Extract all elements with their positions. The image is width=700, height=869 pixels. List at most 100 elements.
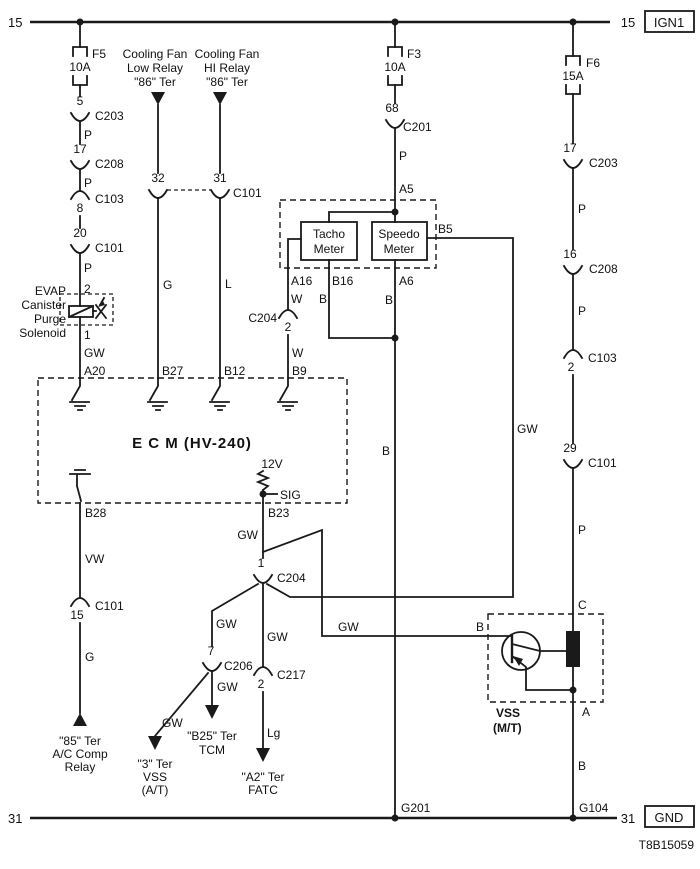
connector-c101-fan-31: 31 C101 bbox=[209, 171, 262, 200]
vss-pin-a: A bbox=[582, 705, 590, 719]
ecm-pin-b9: B9 bbox=[292, 364, 307, 378]
wire-color-label: B bbox=[382, 444, 390, 458]
connector-c101-ac: 15 C101 bbox=[69, 597, 124, 622]
ign1-box bbox=[644, 10, 695, 33]
wire-color-label: B bbox=[578, 759, 586, 773]
connector-pin: 17 bbox=[73, 142, 87, 156]
vss-pin-b: B bbox=[476, 620, 484, 634]
connector-pin: 17 bbox=[563, 141, 577, 155]
gnd-label: GND bbox=[655, 810, 684, 825]
ign1-label: IGN1 bbox=[654, 15, 684, 30]
ecm-ground-switch-a20 bbox=[69, 377, 90, 411]
connector-c203-right: 17 C203 bbox=[562, 141, 618, 170]
fuse-f6: F6 15A bbox=[562, 55, 600, 95]
connector-name: C203 bbox=[589, 156, 618, 170]
rail-31-left-label: 31 bbox=[8, 811, 22, 826]
g201-label: G201 bbox=[401, 801, 431, 815]
ecm-title: E C M (HV-240) bbox=[132, 435, 252, 452]
connector-c208-right: 16 C208 bbox=[562, 247, 618, 276]
evap-pin-bottom: 1 bbox=[84, 328, 91, 342]
ecm-pin-a5: A5 bbox=[399, 182, 414, 196]
connector-c103-right: 2 C103 bbox=[562, 349, 617, 374]
connector-c101-right: 29 C101 bbox=[562, 441, 617, 470]
vss-pin-c: C bbox=[578, 598, 587, 612]
evap-label-line3: Purge bbox=[34, 312, 66, 326]
connector-name: C208 bbox=[95, 157, 124, 171]
branch-f6-vss: F6 15A 17 C203 P 16 C208 P 2 C103 29 C10… bbox=[562, 21, 618, 819]
branch-f5-evap: F5 10A 5 C203 P 17 C208 P 8 C103 20 C101 bbox=[19, 21, 124, 379]
evap-label-line4: Solenoid bbox=[19, 326, 66, 340]
speedo-label-line1: Speedo bbox=[378, 227, 420, 241]
cf-low-line2: Low Relay bbox=[127, 61, 183, 75]
connector-pin: 2 bbox=[258, 677, 265, 691]
connector-name: C208 bbox=[589, 262, 618, 276]
ecm-pin-b28: B28 bbox=[85, 506, 107, 520]
pullup-resistor bbox=[255, 469, 271, 492]
fatc-label-line1: "A2" Ter bbox=[242, 770, 285, 784]
arrow-up bbox=[73, 713, 87, 726]
vss-at-label-line3: (A/T) bbox=[142, 783, 169, 797]
wire-color-label: VW bbox=[85, 552, 105, 566]
ecm-sig-label: SIG bbox=[280, 488, 301, 502]
connector-pin: 31 bbox=[213, 171, 227, 185]
connector-name: C204 bbox=[248, 311, 277, 325]
rail-15-left-label: 15 bbox=[8, 15, 22, 30]
ecm-pullup-sig: 12V SIG bbox=[255, 457, 301, 504]
connector-pin: 20 bbox=[73, 226, 87, 240]
speedo-meter-box bbox=[371, 221, 428, 261]
speedo-label-line2: Meter bbox=[384, 242, 415, 256]
wire-color-label: P bbox=[399, 149, 407, 163]
valve-arrow bbox=[98, 301, 105, 307]
tcm-label-line1: "B25" Ter bbox=[187, 729, 237, 743]
fuse-name: F3 bbox=[407, 47, 421, 61]
ecm-ground-switch-b28 bbox=[69, 469, 91, 503]
arrow-down bbox=[205, 705, 219, 719]
arrow-down bbox=[256, 748, 270, 762]
rail-31-right-label: 31 bbox=[621, 811, 635, 826]
evap-label-line2: Canister bbox=[21, 298, 66, 312]
vss-label-line1: VSS bbox=[496, 706, 520, 720]
ecm-ground-switch-b9 bbox=[277, 377, 298, 411]
rail-15-right-label: 15 bbox=[621, 15, 635, 30]
wire-color-label: P bbox=[578, 202, 586, 216]
ecm-pin-b23: B23 bbox=[268, 506, 290, 520]
wire-color-label: GW bbox=[237, 528, 258, 542]
connector-name: C103 bbox=[95, 192, 124, 206]
connector-pin: 8 bbox=[77, 201, 84, 215]
branch-c206: GW 7 C206 GW "B25" Ter TCM GW "3" Ter VS… bbox=[138, 582, 260, 797]
g104-label: G104 bbox=[579, 801, 609, 815]
fuse-f3: F3 10A bbox=[384, 46, 421, 86]
ac-relay-label-line2: A/C Comp bbox=[52, 747, 108, 761]
fuse-name: F5 bbox=[92, 47, 106, 61]
wire-color-label: P bbox=[84, 176, 92, 190]
wire-color-label: GW bbox=[267, 630, 288, 644]
tacho-label-line1: Tacho bbox=[313, 227, 345, 241]
connector-name: C203 bbox=[95, 109, 124, 123]
tcm-label-line2: TCM bbox=[199, 743, 225, 757]
branch-f3: F3 10A 68 C201 P A5 bbox=[384, 21, 432, 223]
instrument-cluster: Tacho Meter Speedo Meter A16 W 2 C204 W … bbox=[248, 199, 538, 819]
drawing-number: T8B15059 bbox=[639, 838, 695, 852]
cf-low-line1: Cooling Fan bbox=[123, 47, 188, 61]
connector-name: C217 bbox=[277, 668, 306, 682]
connector-name: C204 bbox=[277, 571, 306, 585]
tacho-pin-a16: A16 bbox=[291, 274, 313, 288]
wire-color-label: L bbox=[225, 277, 232, 291]
vss-at-label-line2: VSS bbox=[143, 770, 167, 784]
ecm-dashed-box bbox=[37, 377, 348, 504]
connector-name: C101 bbox=[95, 599, 124, 613]
connector-pin: 68 bbox=[385, 101, 399, 115]
cf-low-line3: "86" Ter bbox=[134, 75, 176, 89]
fuse-rating: 10A bbox=[384, 60, 405, 74]
connector-c208-left: 17 C208 bbox=[69, 142, 124, 171]
connector-c101-left: 20 C101 bbox=[69, 226, 124, 255]
connector-pin: 15 bbox=[70, 608, 84, 622]
wire-color-label: GW bbox=[84, 346, 105, 360]
evap-label-line1: EVAP bbox=[35, 284, 66, 298]
transistor-circle bbox=[501, 631, 541, 671]
wire-color-label: P bbox=[84, 261, 92, 275]
connector-pin: 16 bbox=[563, 247, 577, 261]
cf-hi-line1: Cooling Fan bbox=[195, 47, 260, 61]
g104-dot bbox=[569, 814, 577, 822]
ecm-pin-b12: B12 bbox=[224, 364, 246, 378]
